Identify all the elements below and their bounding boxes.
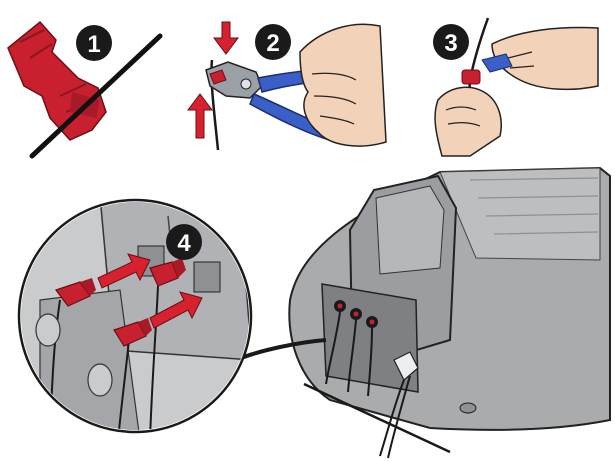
step-1-badge: 1 <box>76 25 112 61</box>
step-4-number: 4 <box>177 230 191 257</box>
arrow-down-icon <box>213 21 239 55</box>
panel-step-4: 4 <box>17 166 611 459</box>
hand-with-pliers <box>481 26 599 91</box>
red-connector <box>149 258 186 287</box>
step-3-badge: 3 <box>433 24 469 60</box>
step-4-badge: 4 <box>166 224 202 260</box>
arrow-right-icon <box>97 253 151 289</box>
red-connector <box>461 69 481 85</box>
hand-holding-wire <box>434 86 502 157</box>
arrow-up-icon <box>187 93 213 139</box>
step-1-number: 1 <box>87 31 100 58</box>
charging-station-base <box>288 166 611 459</box>
magnified-detail <box>17 198 253 434</box>
power-plug <box>393 351 419 381</box>
panel-step-2: 2 <box>187 21 387 151</box>
step-2-badge: 2 <box>255 24 291 60</box>
red-connector <box>113 318 152 347</box>
hand-holding-pliers <box>299 23 387 147</box>
wire <box>210 59 220 151</box>
red-connector <box>55 278 96 307</box>
step-2-number: 2 <box>266 30 279 57</box>
step-3-number: 3 <box>444 30 457 57</box>
cross-out-line-icon <box>29 33 163 159</box>
panel-step-1: 1 <box>7 20 163 159</box>
panel-step-3: 3 <box>433 17 599 157</box>
arrow-right-icon <box>149 291 203 329</box>
